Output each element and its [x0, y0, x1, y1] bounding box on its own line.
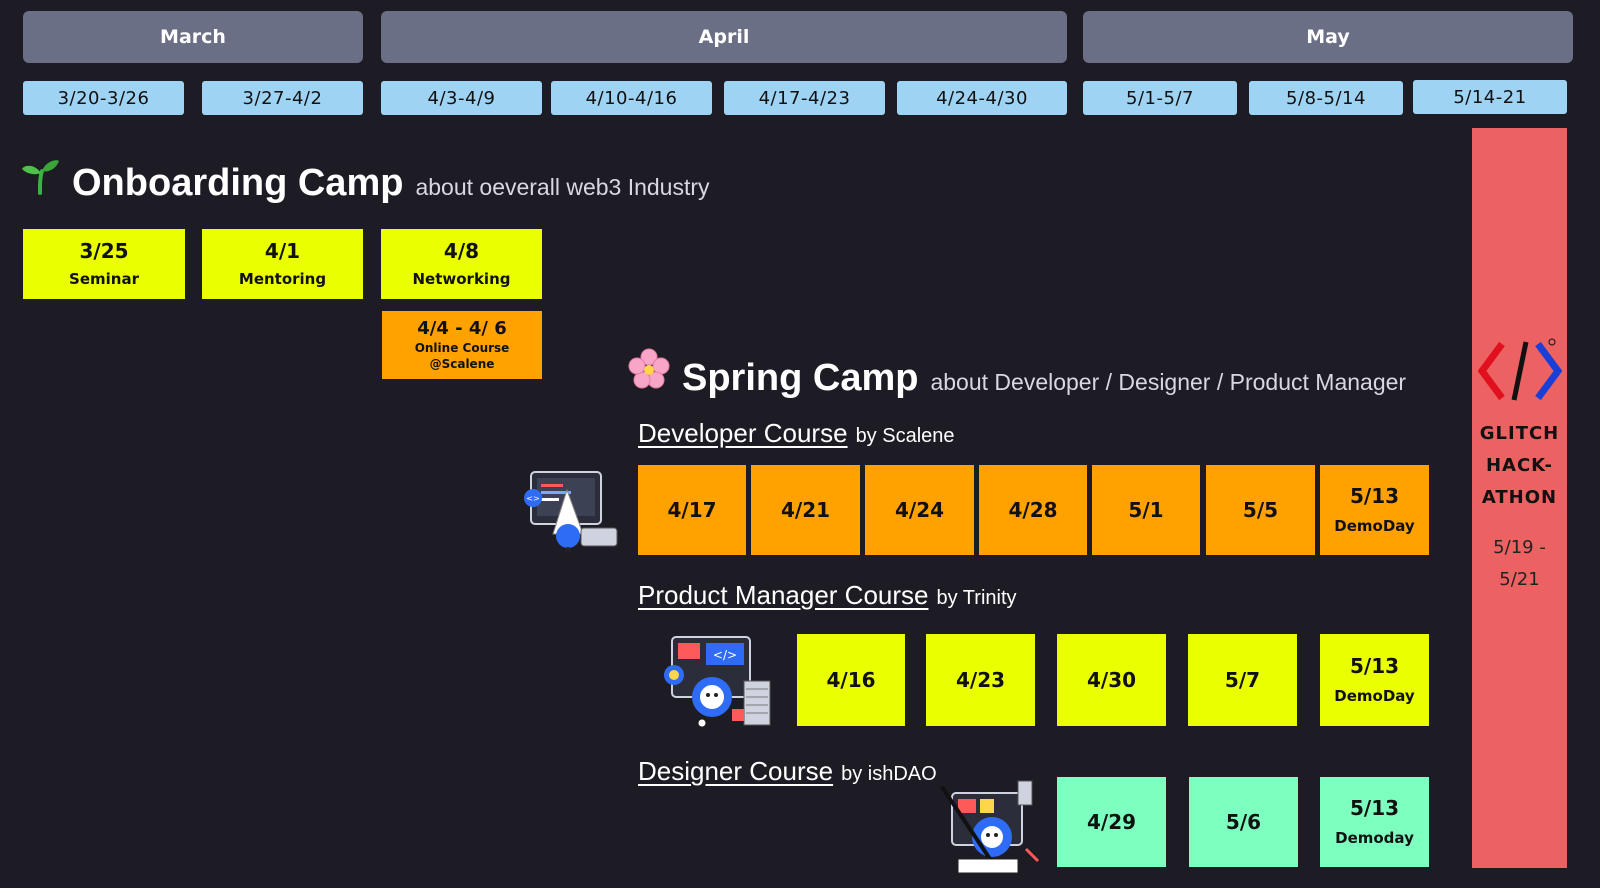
- hackathon-title-line: GLITCH: [1479, 423, 1560, 444]
- camp-subtitle: about Developer / Designer / Product Man…: [930, 369, 1407, 395]
- session-date: 4/21: [780, 498, 831, 522]
- session-date: 4/17: [667, 498, 717, 522]
- course-name-link[interactable]: Product Manager Course: [638, 580, 929, 610]
- session-label: Demoday: [1335, 829, 1414, 847]
- session-box: 4/23: [926, 634, 1035, 726]
- week-cell: 5/8-5/14: [1249, 81, 1403, 115]
- week-cell: 4/3-4/9: [381, 81, 542, 115]
- hackathon-title-line: HACK-: [1485, 455, 1554, 476]
- event-date: 4/8: [443, 239, 480, 263]
- session-box: 4/30: [1057, 634, 1166, 726]
- session-date: 4/30: [1086, 668, 1137, 692]
- session-date: 4/23: [955, 668, 1006, 692]
- svg-text:</>: </>: [712, 648, 736, 662]
- svg-text:<>: <>: [526, 494, 539, 503]
- event-date: 4/1: [264, 239, 301, 263]
- session-box: 5/1: [1092, 465, 1200, 555]
- online-course-line2: @Scalene: [429, 357, 495, 371]
- product-manager-illustration-icon: </>: [660, 632, 775, 732]
- session-date: 4/29: [1086, 810, 1137, 834]
- hackathon-dates: 5/19 -: [1493, 537, 1546, 558]
- session-date: 5/5: [1242, 498, 1279, 522]
- session-date: 5/13: [1349, 796, 1400, 820]
- course-name-link[interactable]: Designer Course: [638, 756, 834, 786]
- month-march: March: [23, 11, 363, 63]
- designer-course-title: Designer Course by ishDAO: [638, 756, 937, 787]
- month-may: May: [1083, 11, 1573, 63]
- session-date: 5/13: [1349, 654, 1400, 678]
- session-date: 5/1: [1128, 498, 1164, 522]
- hackathon-column: GLITCH HACK- ATHON 5/19 - 5/21: [1472, 128, 1567, 868]
- session-box: 4/17: [638, 465, 746, 555]
- week-cell: 4/10-4/16: [551, 81, 712, 115]
- week-cell: 3/20-3/26: [23, 81, 184, 115]
- online-course-date: 4/4 - 4/ 6: [417, 318, 507, 339]
- course-instructor: by Trinity: [936, 587, 1017, 609]
- session-date: 4/24: [894, 498, 945, 522]
- developer-illustration-icon: <>: [520, 467, 625, 557]
- session-date: 4/16: [826, 668, 876, 692]
- session-box: 4/29: [1057, 777, 1166, 867]
- event-label: Mentoring: [238, 270, 327, 288]
- seedling-icon: [20, 155, 60, 204]
- spring-camp-title: Spring Camp about Developer / Designer /…: [628, 348, 1406, 400]
- camp-subtitle: about oeverall web3 Industry: [415, 174, 710, 200]
- session-box: 4/16: [797, 634, 905, 726]
- week-cell: 5/1-5/7: [1083, 81, 1237, 115]
- session-box: 4/21: [751, 465, 860, 555]
- camp-name: Spring Camp: [682, 357, 919, 399]
- hackathon-title-line: ATHON: [1481, 487, 1558, 508]
- session-box: 5/7: [1188, 634, 1297, 726]
- demoday-box: 5/13 DemoDay: [1320, 634, 1429, 726]
- week-cell: 4/17-4/23: [724, 81, 885, 115]
- onboarding-event: 3/25 Seminar: [23, 229, 185, 299]
- week-cell: 5/14-21: [1413, 80, 1567, 114]
- month-label: April: [698, 26, 750, 48]
- demoday-box: 5/13 Demoday: [1320, 777, 1429, 867]
- session-box: 4/24: [865, 465, 974, 555]
- event-label: Seminar: [69, 270, 139, 288]
- session-box: 5/5: [1206, 465, 1315, 555]
- month-label: March: [160, 26, 226, 48]
- session-box: 5/6: [1189, 777, 1298, 867]
- week-cell: 4/24-4/30: [897, 81, 1067, 115]
- pm-course-title: Product Manager Course by Trinity: [638, 580, 1017, 611]
- designer-illustration-icon: [936, 778, 1048, 878]
- onboarding-event: 4/1 Mentoring: [202, 229, 363, 299]
- session-date: 4/28: [1008, 498, 1058, 522]
- event-label: Networking: [412, 270, 511, 288]
- month-april: April: [381, 11, 1067, 63]
- course-instructor: by ishDAO: [841, 763, 937, 785]
- month-label: May: [1306, 26, 1350, 48]
- session-date: 5/13: [1349, 484, 1400, 508]
- onboarding-camp-title: Onboarding Camp about oeverall web3 Indu…: [20, 155, 710, 205]
- course-instructor: by Scalene: [855, 425, 955, 447]
- online-course-box: 4/4 - 4/ 6 Online Course @Scalene: [382, 311, 542, 379]
- course-name-link[interactable]: Developer Course: [638, 418, 848, 448]
- demoday-box: 5/13 DemoDay: [1320, 465, 1429, 555]
- event-date: 3/25: [79, 239, 129, 263]
- hackathon-dates: 5/21: [1499, 569, 1540, 590]
- onboarding-event: 4/8 Networking: [381, 229, 542, 299]
- camp-name: Onboarding Camp: [72, 162, 404, 204]
- online-course-line1: Online Course: [414, 341, 510, 355]
- session-date: 5/6: [1225, 810, 1262, 834]
- session-label: DemoDay: [1334, 517, 1415, 535]
- code-brackets-icon: [1477, 338, 1562, 408]
- week-cell: 3/27-4/2: [202, 81, 363, 115]
- session-label: DemoDay: [1334, 687, 1415, 705]
- developer-course-title: Developer Course by Scalene: [638, 418, 955, 449]
- session-box: 4/28: [979, 465, 1087, 555]
- cherry-blossom-icon: [628, 348, 670, 399]
- session-date: 5/7: [1224, 668, 1261, 692]
